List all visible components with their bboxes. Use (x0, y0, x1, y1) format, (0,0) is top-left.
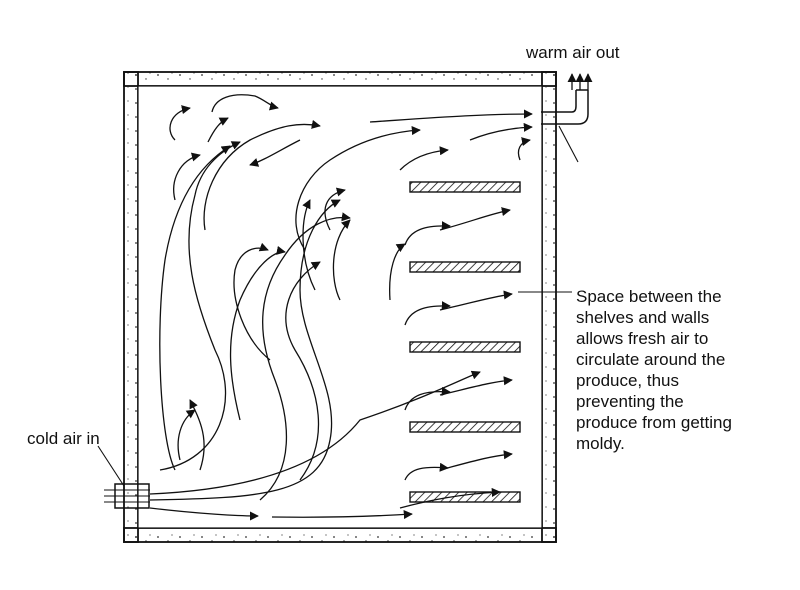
cold-air-in-label: cold air in (27, 429, 100, 448)
shelves (409, 181, 521, 503)
airflow-arrow (149, 507, 259, 521)
note-line: moldy. (576, 434, 625, 453)
note-line: preventing the (576, 392, 684, 411)
annotation-note: Space between the shelves and walls allo… (576, 286, 732, 454)
airflow-arrow (159, 141, 241, 471)
note-line: circulate around the (576, 350, 726, 369)
airflow-arrow (285, 261, 321, 481)
airflow-arrow (149, 370, 481, 495)
note-line: produce from getting (576, 413, 732, 432)
airflow-arrow (517, 137, 531, 161)
airflow-arrow (173, 152, 201, 201)
note-line: allows fresh air to (576, 329, 709, 348)
note-line: Space between the (576, 287, 722, 306)
airflow-arrow (271, 509, 413, 520)
airflow-arrow (439, 290, 513, 311)
airflow-arrow (177, 409, 196, 461)
shelf-3 (409, 341, 521, 353)
airflow-arrow (404, 462, 449, 481)
airflow-arrow (189, 399, 205, 471)
airflow-arrow (169, 105, 191, 141)
shelf-5 (409, 491, 521, 503)
airflow-arrow (389, 243, 406, 301)
shelf-2 (409, 261, 521, 273)
right-wall (541, 71, 557, 543)
cold-air-inlet-pipe (97, 445, 150, 509)
airflow-arrow (229, 245, 286, 421)
airflow-arrow (469, 122, 533, 141)
airflow-arrow (159, 145, 231, 471)
airflow-arrow (295, 126, 421, 251)
left-wall (123, 71, 139, 543)
warm-air-out-label: warm air out (526, 43, 620, 62)
shelf-1 (409, 181, 521, 193)
note-line: produce, thus (576, 371, 680, 390)
airflow-arrow (302, 199, 316, 291)
airflow-arrow (369, 109, 533, 123)
airflow-arrow (439, 207, 511, 231)
airflow-arrow (399, 487, 501, 509)
airflow-arrow (249, 139, 301, 167)
airflow-arrow (149, 199, 341, 501)
airflow-arrow (439, 376, 513, 396)
top-wall (123, 71, 557, 87)
airflow-arrow (203, 119, 321, 231)
warm-air-arrows (567, 73, 593, 90)
airflow-arrow (324, 187, 346, 231)
warm-air-outlet-pipe (541, 89, 589, 163)
airflow-arrow (332, 219, 351, 301)
bottom-wall (123, 527, 557, 543)
inner-cavity (137, 85, 543, 529)
airflow-arrow (404, 301, 451, 326)
airflow-arrow (399, 146, 449, 171)
airflow-arrow (211, 94, 279, 113)
airflow-arrow (439, 450, 513, 471)
airflow-arrow (404, 386, 451, 411)
airflow-arrow (207, 117, 229, 143)
airflow-arrow (259, 212, 351, 501)
airflow-arrow (404, 221, 451, 246)
airflow-arrow (233, 242, 271, 361)
note-line: shelves and walls (576, 308, 710, 327)
airflow-arrows (149, 94, 533, 521)
shelf-4 (409, 421, 521, 433)
box-walls (123, 71, 557, 543)
